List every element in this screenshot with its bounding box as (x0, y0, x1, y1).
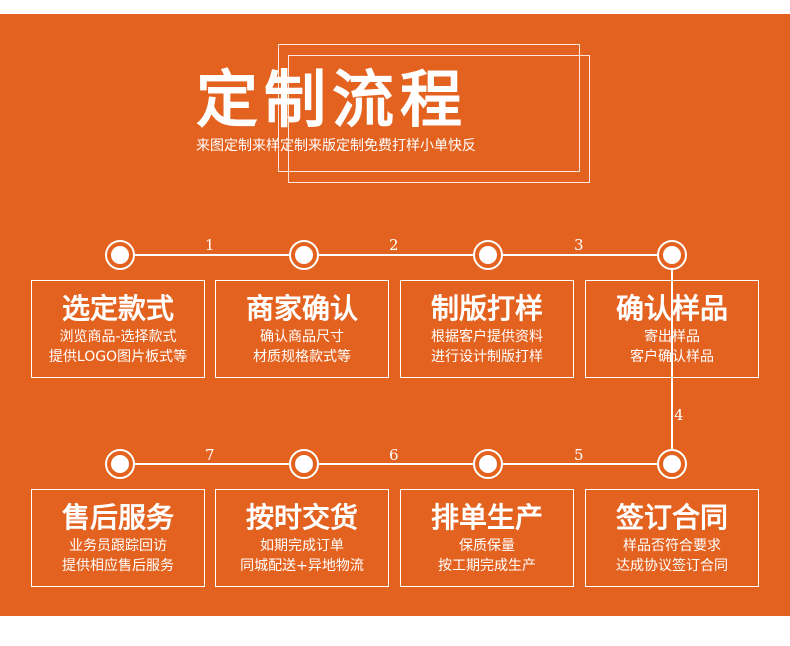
connector-row2 (120, 463, 672, 465)
step-number-1: 1 (205, 236, 215, 254)
page-title: 定制流程 (196, 63, 469, 136)
connector-row1 (120, 254, 672, 256)
step-card-5: 签订合同 样品否符合要求 达成协议签订合同 (585, 489, 759, 587)
step-desc-line1: 保质保量 (459, 538, 515, 554)
step-desc-line2: 达成协议签订合同 (616, 558, 728, 574)
step-number-5: 5 (574, 446, 584, 464)
step-desc-line1: 寄出样品 (644, 329, 700, 345)
step-number-4: 4 (674, 406, 684, 424)
step-card-3: 制版打样 根据客户提供资料 进行设计制版打样 (400, 280, 574, 378)
step-title: 签订合同 (615, 501, 728, 534)
title-frame-inner (288, 55, 590, 183)
step-node-8 (105, 449, 135, 479)
step-card-4: 确认样品 寄出样品 客户确认样品 (585, 280, 759, 378)
step-desc-line2: 同城配送+异地物流 (240, 558, 364, 574)
step-node-3 (473, 240, 503, 270)
step-desc-line1: 如期完成订单 (260, 538, 344, 554)
step-node-6 (473, 449, 503, 479)
step-card-2: 商家确认 确认商品尺寸 材质规格款式等 (215, 280, 389, 378)
step-title: 售后服务 (61, 501, 174, 534)
step-desc-line1: 确认商品尺寸 (260, 329, 344, 345)
step-desc-line1: 浏览商品-选择款式 (59, 329, 177, 345)
step-title: 排单生产 (430, 501, 543, 534)
step-title: 确认样品 (615, 292, 728, 325)
step-desc-line2: 提供LOGO图片板式等 (48, 349, 188, 365)
step-card-1: 选定款式 浏览商品-选择款式 提供LOGO图片板式等 (31, 280, 205, 378)
step-desc-line1: 样品否符合要求 (623, 538, 721, 554)
step-title: 按时交货 (245, 501, 358, 534)
step-number-2: 2 (389, 236, 399, 254)
step-desc-line2: 提供相应售后服务 (62, 558, 174, 574)
step-desc-line1: 根据客户提供资料 (431, 329, 543, 345)
step-node-7 (289, 449, 319, 479)
page-subtitle: 来图定制来样定制来版定制免费打样小单快反 (196, 138, 476, 154)
step-title: 制版打样 (430, 292, 543, 325)
step-desc-line2: 材质规格款式等 (253, 349, 351, 365)
step-desc-line2: 进行设计制版打样 (431, 349, 543, 365)
step-title: 商家确认 (245, 292, 358, 325)
step-node-2 (289, 240, 319, 270)
connector-vertical (671, 254, 673, 464)
step-number-7: 7 (205, 446, 215, 464)
orange-panel: 定制流程 来图定制来样定制来版定制免费打样小单快反 1 2 3 4 5 6 7 … (0, 14, 790, 616)
step-node-1 (105, 240, 135, 270)
step-number-3: 3 (574, 236, 584, 254)
step-node-4 (657, 240, 687, 270)
step-title: 选定款式 (61, 292, 174, 325)
step-desc-line2: 按工期完成生产 (438, 558, 536, 574)
step-number-6: 6 (389, 446, 399, 464)
step-node-5 (657, 449, 687, 479)
step-desc-line2: 客户确认样品 (630, 349, 714, 365)
step-card-6: 排单生产 保质保量 按工期完成生产 (400, 489, 574, 587)
step-card-8: 售后服务 业务员跟踪回访 提供相应售后服务 (31, 489, 205, 587)
step-desc-line1: 业务员跟踪回访 (69, 538, 167, 554)
title-frame-outer (278, 44, 580, 172)
step-card-7: 按时交货 如期完成订单 同城配送+异地物流 (215, 489, 389, 587)
